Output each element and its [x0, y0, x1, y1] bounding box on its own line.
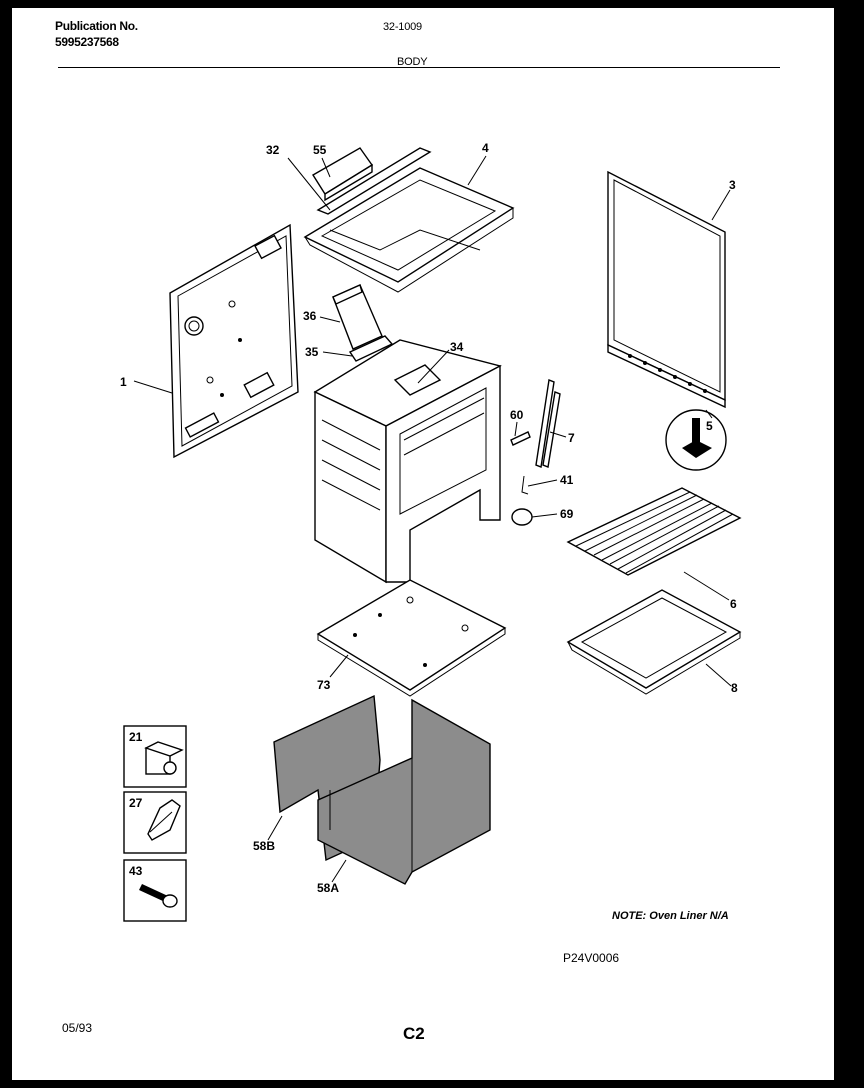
label-35: 35: [305, 345, 319, 359]
label-73: 73: [317, 678, 331, 692]
oven-body-part: [313, 339, 502, 584]
label-8: 8: [731, 681, 738, 695]
hardware-label-27: 27: [129, 796, 143, 810]
label-5: 5: [706, 419, 713, 433]
frame-left: [0, 0, 12, 1088]
frame-top: [0, 0, 864, 8]
frame-right: [834, 0, 864, 1088]
section-title: BODY: [397, 56, 428, 68]
frame-bottom: [0, 1080, 864, 1088]
vent-duct-part: [332, 284, 394, 362]
label-60: 60: [510, 408, 524, 422]
insulation-58a-part: [317, 698, 491, 885]
publication-number: 5995237568: [55, 35, 119, 49]
strip-part: [316, 147, 432, 215]
hinge-spring-part: [510, 379, 561, 468]
hardware-label-43: 43: [129, 864, 143, 878]
page-number: C2: [403, 1024, 425, 1043]
publication-date: 05/93: [62, 1021, 93, 1035]
model-number: 32-1009: [383, 21, 422, 33]
label-58b: 58B: [253, 839, 275, 853]
leveling-leg-part: [665, 409, 727, 471]
top-panel-part: [303, 167, 515, 293]
label-6: 6: [730, 597, 737, 611]
label-32: 32: [266, 143, 280, 157]
label-41: 41: [560, 473, 574, 487]
label-4: 4: [482, 141, 489, 155]
oven-rack-part: [566, 487, 742, 576]
label-36: 36: [303, 309, 317, 323]
hardware-label-21: 21: [129, 730, 143, 744]
label-1: 1: [120, 375, 127, 389]
leader-lines: [133, 155, 732, 883]
side-panel-part: [607, 170, 726, 409]
hardware-box-27: [123, 791, 187, 854]
header-rule: [58, 67, 780, 68]
label-7: 7: [568, 431, 575, 445]
vent-bracket-part: [312, 147, 374, 202]
hardware-box-21: [123, 725, 187, 788]
label-55: 55: [313, 143, 327, 157]
diagram-code: P24V0006: [563, 951, 620, 965]
gasket-ring-part: [511, 508, 533, 526]
publication-label: Publication No.: [55, 19, 138, 33]
back-panel-part: [169, 223, 299, 459]
oven-liner-note: NOTE: Oven Liner N/A: [612, 910, 729, 922]
broiler-tray-part: [566, 589, 742, 695]
label-69: 69: [560, 507, 574, 521]
hardware-box-43: [123, 859, 187, 922]
bottom-panel-part: [316, 579, 507, 697]
clip-part: [521, 475, 529, 495]
label-34: 34: [450, 340, 464, 354]
label-58a: 58A: [317, 881, 339, 895]
label-3: 3: [729, 178, 736, 192]
